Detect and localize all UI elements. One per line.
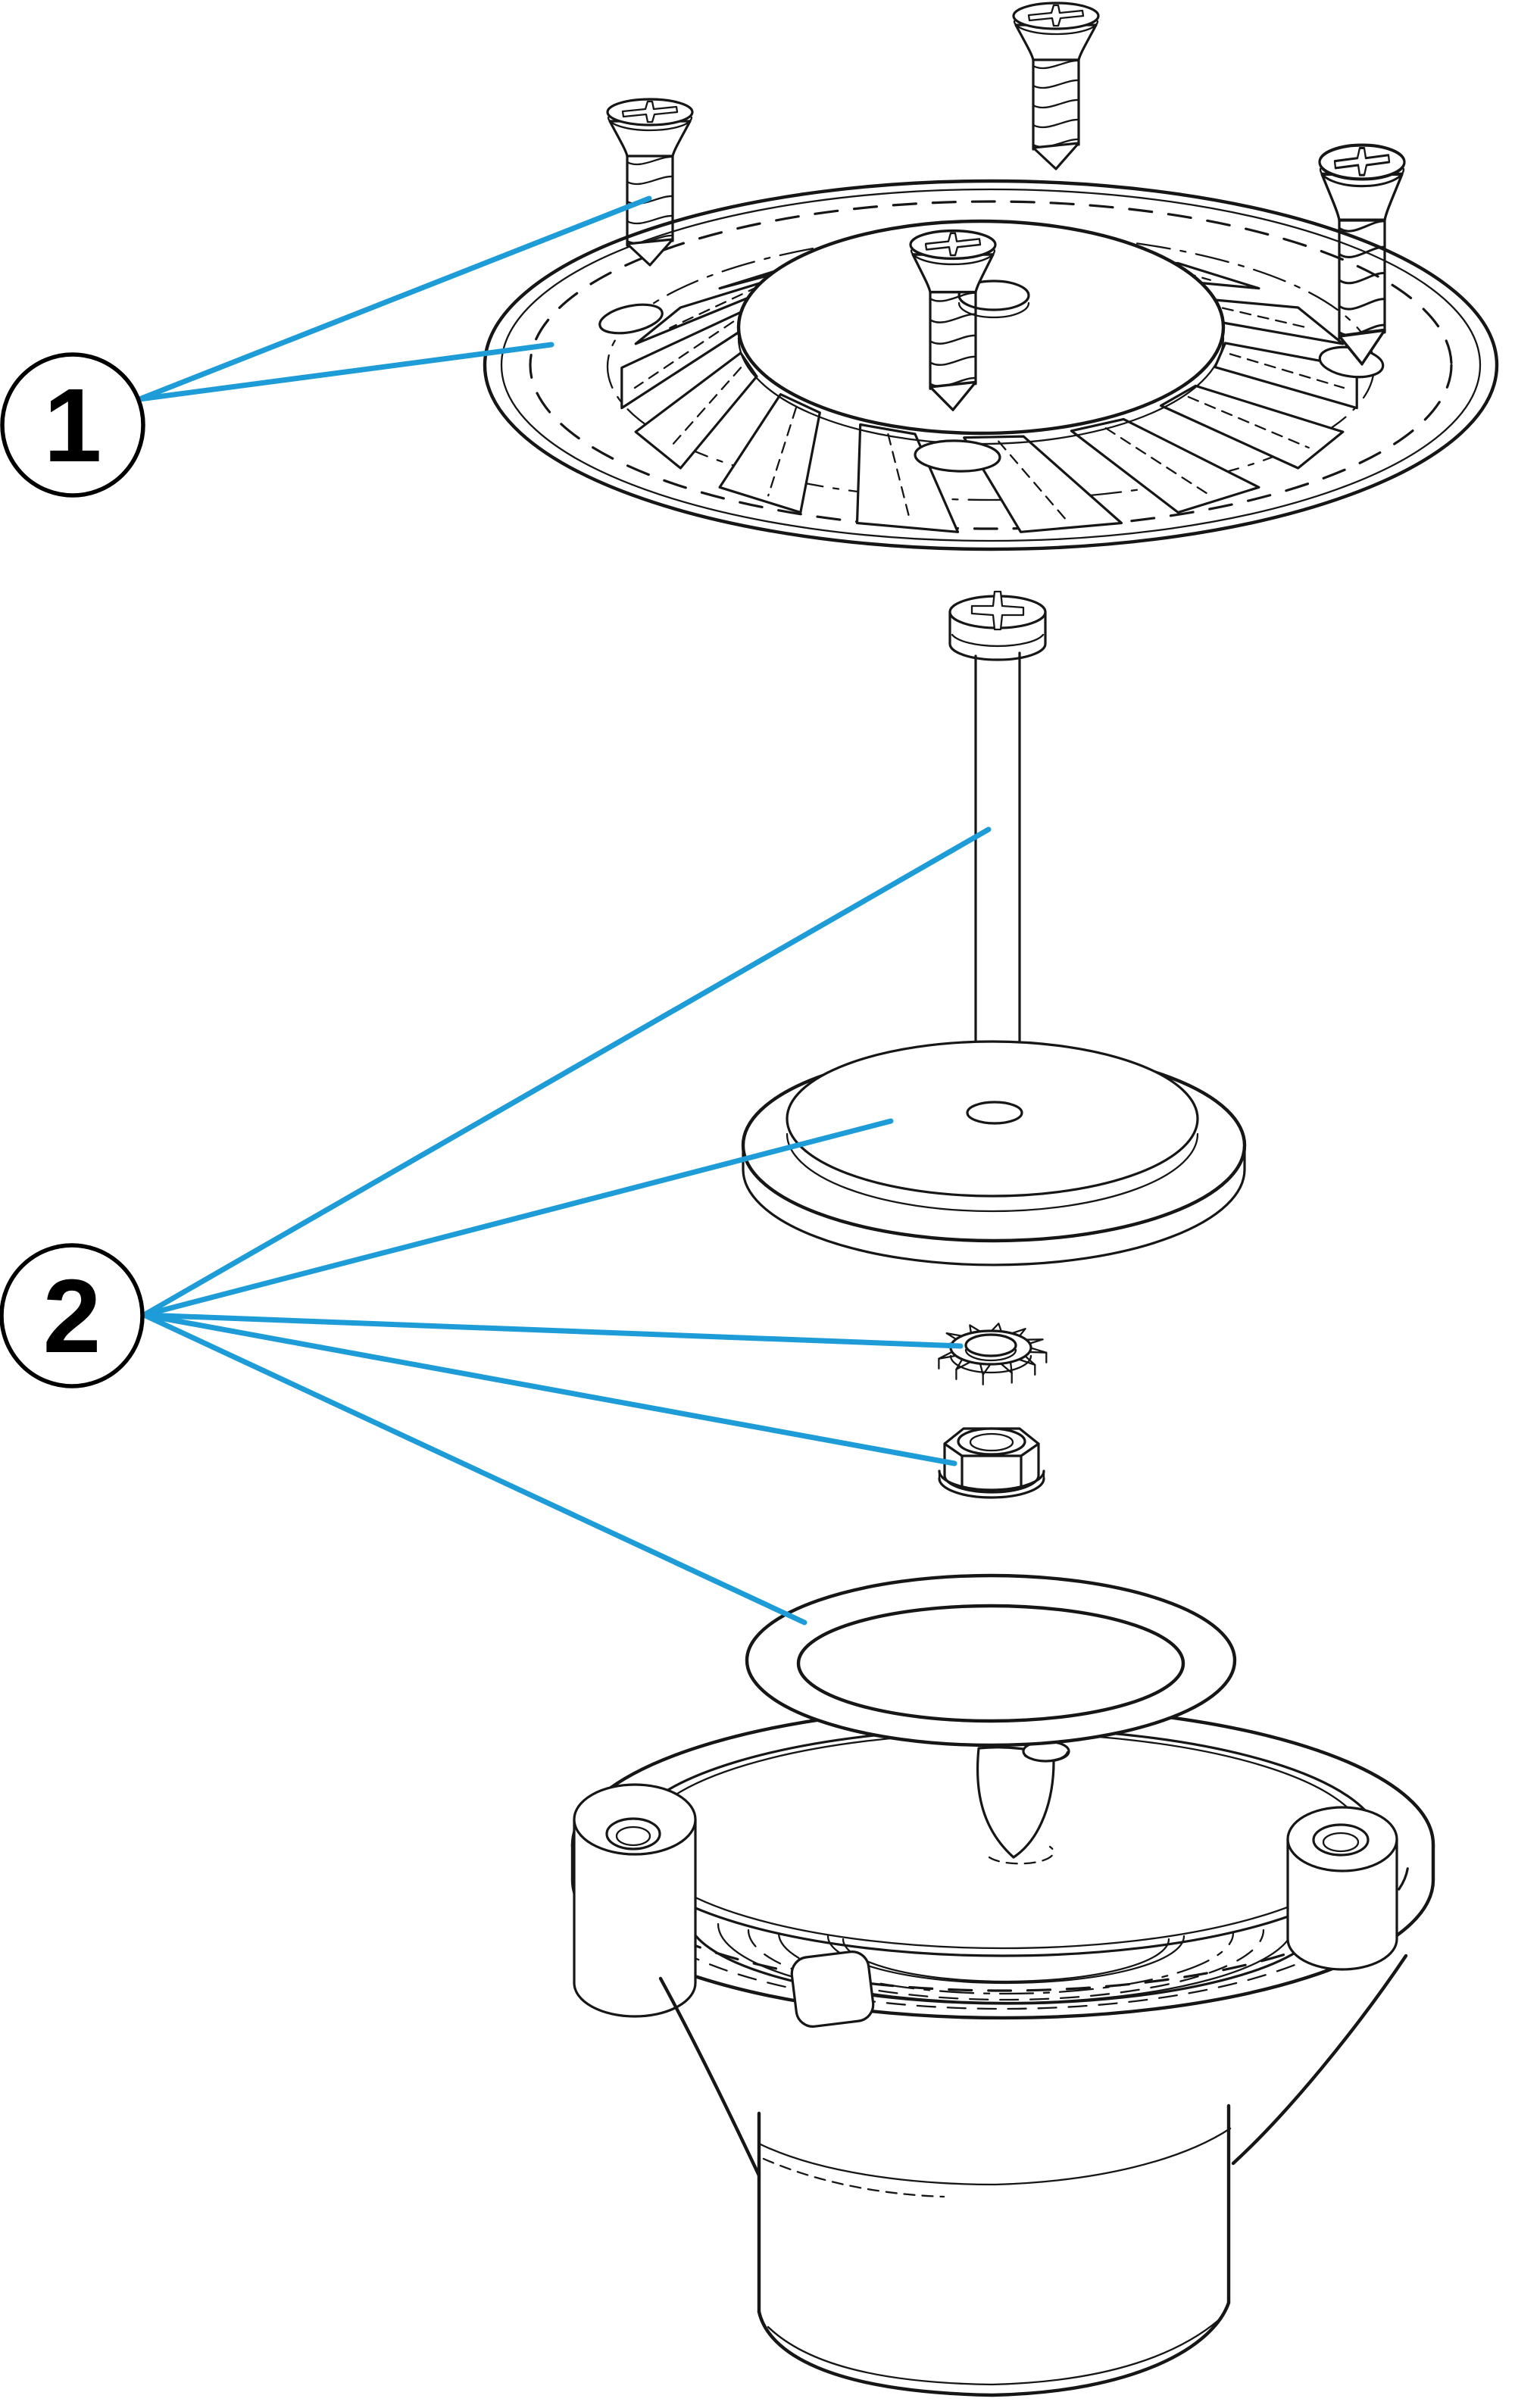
- part-o-ring: [745, 1573, 1237, 1747]
- body-ear-left: [573, 1783, 697, 2018]
- washer-hole: [964, 1333, 1017, 1357]
- part-fixing-screw-top-center: [1012, 2, 1100, 170]
- callout-2-circle: [0, 1243, 145, 1388]
- body-bottom-pipe: [757, 2103, 1231, 2397]
- leader-2-to-central-screw: [141, 826, 992, 1318]
- grille-screw-hole-left: [598, 303, 664, 335]
- callout-2: 2: [0, 1243, 145, 1388]
- leader-1-to-grille: [136, 342, 554, 402]
- leader-2-to-washer: [141, 1312, 964, 1349]
- leader-2-to-oring: [141, 1312, 807, 1626]
- body-side-port: [790, 1950, 875, 2028]
- callout-1-label: 1: [44, 367, 102, 484]
- disc-center-hole: [966, 1101, 1023, 1125]
- grille-fins: [620, 233, 1358, 533]
- callout-1-circle: [0, 352, 145, 498]
- part-grille-cover: [483, 179, 1499, 551]
- leader-2-to-disc: [141, 1118, 894, 1318]
- leader-1-to-screw: [136, 195, 652, 402]
- leader-2-to-nut: [141, 1312, 957, 1466]
- leader-lines: [136, 195, 992, 1626]
- grille-screw-hole-bottom: [914, 439, 1001, 473]
- part-cover-disc: [741, 1040, 1247, 1266]
- part-tooth-lock-washer: [934, 1323, 1048, 1385]
- part-hex-nut: [938, 1427, 1045, 1499]
- body-center-dome: [976, 1740, 1070, 1865]
- callout-2-label: 2: [43, 1258, 102, 1375]
- body-ear-right: [1286, 1806, 1398, 1971]
- part-drain-body: [570, 1704, 1435, 2397]
- grille-plateau: [736, 219, 1226, 436]
- callout-1: 1: [0, 352, 145, 498]
